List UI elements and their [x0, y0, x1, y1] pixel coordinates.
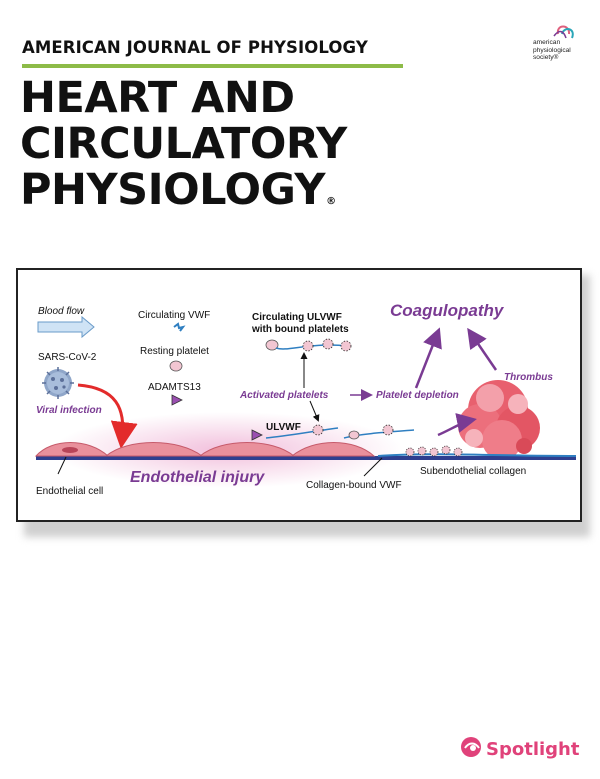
spotlight-badge: Spotlight: [459, 734, 585, 764]
adamts13-label: ADAMTS13: [148, 382, 201, 393]
title-divider: [22, 64, 403, 68]
coagulopathy-label: Coagulopathy: [390, 301, 505, 320]
collagen-vwf-pointer: [363, 457, 383, 477]
activated-platelets-label: Activated platelets: [239, 390, 329, 401]
endothelial-cell-pointer: [57, 456, 67, 475]
blood-flow-arrow-icon: [37, 315, 95, 339]
floating-platelet-1: [348, 430, 360, 440]
collagen-bound-vwf-label: Collagen-bound VWF: [306, 480, 402, 491]
spotlight-label: Spotlight: [486, 739, 580, 760]
title-line-3: PHYSIOLOGY®: [20, 167, 336, 225]
circulating-ulvwf-label-2: with bound platelets: [251, 324, 349, 335]
vwf-icon: [173, 322, 186, 332]
viral-infection-label: Viral infection: [36, 405, 102, 416]
publisher-line-2: physiological: [533, 46, 571, 54]
journal-name: AMERICAN JOURNAL OF PHYSIOLOGY: [22, 38, 368, 57]
publisher-line-3: society®: [533, 54, 559, 62]
activated-platelet-icon: [312, 424, 324, 436]
adamts13-icon: [171, 394, 183, 406]
floating-platelet-2: [382, 424, 394, 436]
aps-logo-icon: [553, 25, 574, 39]
ulvwf-label: ULVWF: [266, 422, 301, 433]
infection-arrow: [77, 383, 138, 449]
coagulopathy-arrow-left: [414, 327, 442, 389]
title-line-3-text: PHYSIOLOGY: [20, 165, 326, 215]
thrombus-icon: [458, 380, 540, 460]
thrombus-label: Thrombus: [504, 372, 553, 383]
coagulopathy-arrow-right: [467, 327, 498, 371]
virus-icon: [42, 367, 74, 399]
sars-label: SARS-CoV-2: [38, 352, 97, 363]
endothelium: [34, 442, 577, 460]
cover-figure: Blood flow SARS-CoV-2 Viral infection Ci…: [16, 268, 582, 522]
figure-illustration: Blood flow SARS-CoV-2 Viral infection Ci…: [34, 301, 577, 497]
thrombus-arrow: [437, 413, 477, 437]
circulating-vwf-label: Circulating VWF: [138, 310, 210, 321]
title-line-1: HEART AND: [20, 73, 295, 123]
floating-strand: [343, 429, 415, 439]
platelet-depletion-label: Platelet depletion: [376, 390, 459, 401]
publisher-name: american physiological society®: [533, 39, 571, 62]
resting-platelet-icon: [169, 360, 183, 372]
ulvwf-surface-strand: [265, 427, 339, 439]
spotlight-icon: Spotlight: [461, 737, 580, 760]
registered-mark: ®: [326, 196, 336, 207]
activated-arrow: [309, 400, 320, 422]
title-line-2: CIRCULATORY: [20, 119, 347, 169]
endothelial-cell-label: Endothelial cell: [36, 486, 103, 497]
publisher-line-1: american: [533, 39, 561, 46]
circulating-ulvwf-label-1: Circulating ULVWF: [252, 312, 342, 323]
subendothelial-collagen-label: Subendothelial collagen: [420, 466, 526, 477]
endothelial-injury-label: Endothelial injury: [130, 469, 265, 486]
resting-platelet-label: Resting platelet: [140, 346, 209, 357]
blood-flow-label: Blood flow: [38, 306, 85, 317]
adamts13-surface-icon: [251, 429, 263, 441]
ulvwf-strand-icon: [265, 338, 352, 352]
